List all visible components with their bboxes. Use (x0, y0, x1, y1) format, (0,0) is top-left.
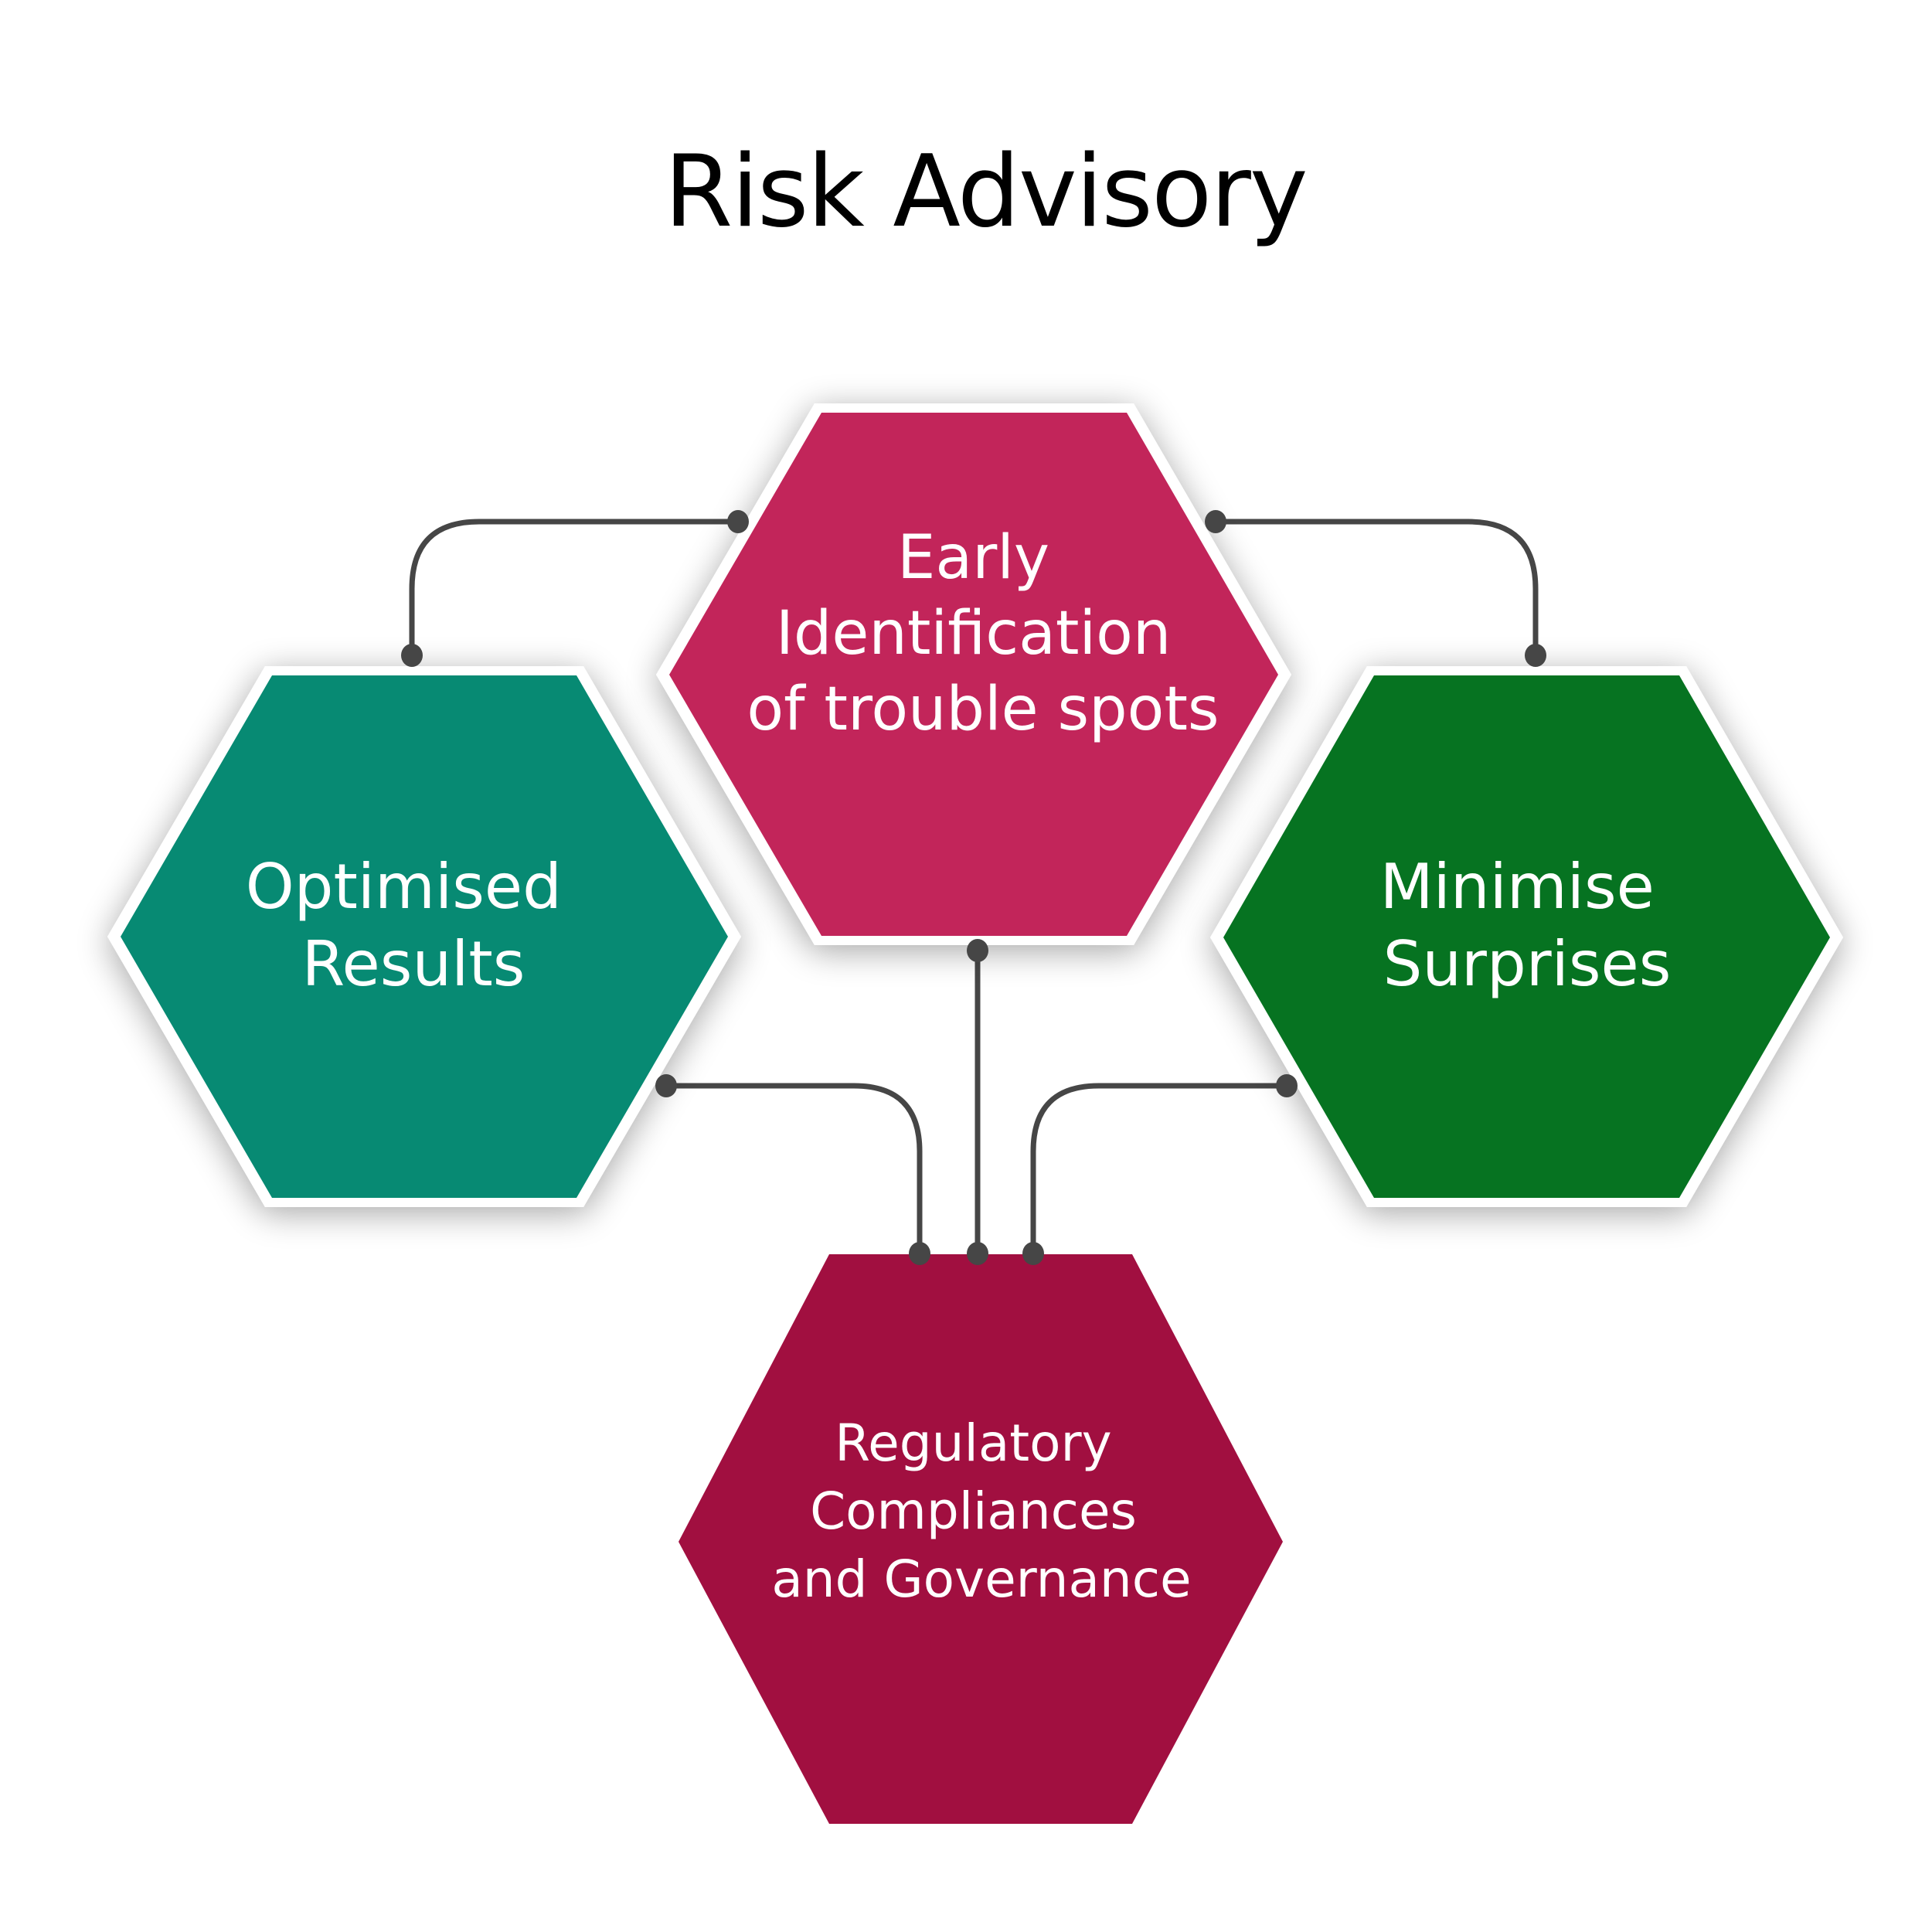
optimised-label-line-1: Optimised (246, 851, 562, 923)
connector-dots (401, 510, 1546, 1265)
hexagon-regulatory-fill (679, 1254, 1283, 1824)
svg-text:Regulatory Compliances: Regulatory Compliances and Governance (771, 1413, 1191, 1609)
hexagon-minimise-surprises: Minimise Surprises (1210, 666, 1843, 1207)
hexagon-early-identification: Early Identification of trouble spots (656, 403, 1291, 945)
early-label-line-2: Identification (776, 599, 1171, 668)
minimise-label-line-2: Surprises (1383, 928, 1672, 1000)
diagram-title: Risk Advisory (664, 134, 1306, 250)
connector-early-minimise (1216, 519, 1539, 655)
early-label-line-3: of trouble spots (747, 675, 1219, 744)
connector-minimise-regulatory (1030, 1083, 1287, 1253)
regulatory-label-line-2: Compliances (810, 1481, 1137, 1541)
early-label-line-1: Early (897, 523, 1049, 593)
regulatory-label-line-1: Regulatory (835, 1413, 1111, 1473)
hexagon-minimise-fill (1223, 675, 1830, 1198)
dot-early-right (1205, 510, 1226, 533)
dot-regulatory-top-center (967, 1242, 988, 1265)
dot-optimised-top (401, 644, 423, 667)
connector-early-optimised (409, 519, 738, 655)
hexagon-optimised-fill (121, 675, 728, 1198)
optimised-label-line-2: Results (302, 928, 526, 1000)
dot-minimise-top (1525, 644, 1546, 667)
dot-regulatory-top-left (909, 1242, 930, 1265)
dot-early-left (727, 510, 749, 533)
connector-optimised-regulatory (666, 1083, 923, 1253)
svg-text:Optimised Results: Optimised Results (246, 851, 582, 1000)
hexagon-early-fill (669, 413, 1278, 936)
svg-text:Minimise Surprises: Minimise Surprises (1380, 851, 1675, 1000)
connectors (409, 519, 1539, 1253)
dot-minimise-left (1276, 1074, 1298, 1097)
svg-text:Early Identification: Early Identification of trouble spots (747, 523, 1219, 744)
hexagon-optimised-results: Optimised Results (107, 666, 741, 1207)
dot-optimised-right (655, 1074, 677, 1097)
hexagon-regulatory-compliances: Regulatory Compliances and Governance (679, 1254, 1283, 1824)
dot-early-bottom (967, 939, 988, 962)
dot-regulatory-top-right (1022, 1242, 1044, 1265)
minimise-label-line-1: Minimise (1380, 851, 1655, 923)
regulatory-label-line-3: and Governance (771, 1549, 1191, 1609)
